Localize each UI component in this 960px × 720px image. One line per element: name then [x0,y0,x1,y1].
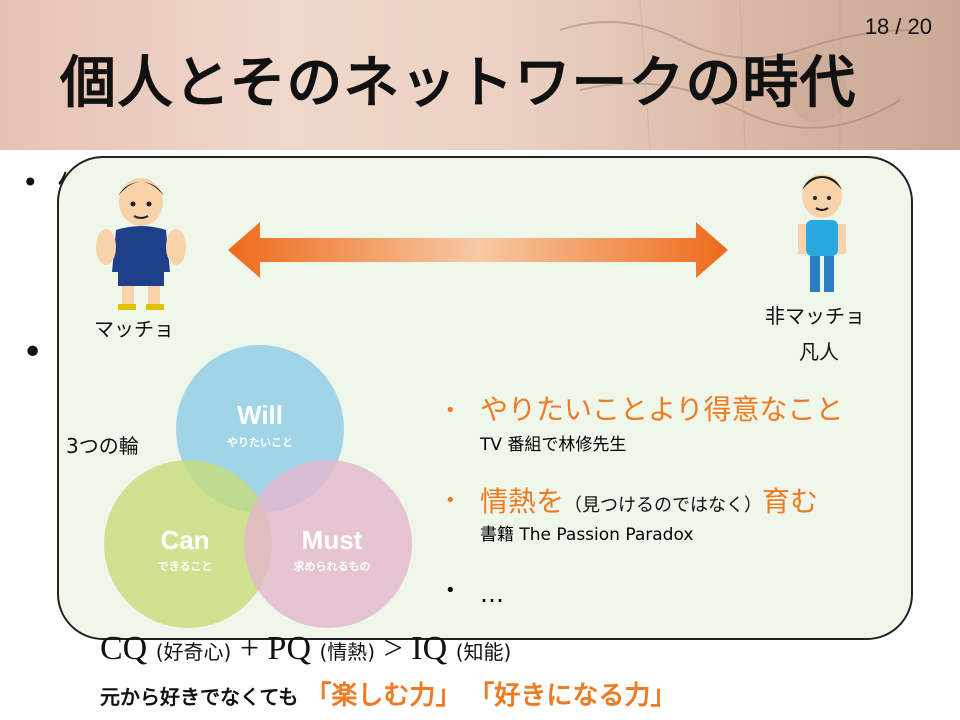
list-item-2-main-b: 育む [762,485,819,518]
formula-pq-note: (情熱) [319,640,376,664]
list-bullet-2: • [445,490,456,511]
list-item-3: … [480,580,504,608]
bottom-prefix: 元から好きでなくても [100,685,299,709]
bottom-quote-2: 「好きになる力」 [468,681,677,711]
bottom-statement: 元から好きでなくても 「楽しむ力」 「好きになる力」 [100,675,676,712]
must-circle [244,460,412,628]
venn-caption: 3つの輪 [66,434,139,458]
list-item-2-paren: （見つけるのではなく） [564,495,763,516]
formula-cq-note: (好奇心) [155,640,232,664]
formula-plus: + [239,630,260,667]
list-item-2-sub: 書籍 The Passion Paradox [480,525,694,545]
can-circle [104,460,272,628]
will-sub: やりたいこと [227,436,293,449]
formula-gt: > [383,630,403,667]
venn-diagram: Will やりたいこと Can できること Must 求められるもの [104,345,412,628]
ordinary-label: 凡人 [799,340,839,364]
list-item-2-main-a: 情熱を [480,485,565,518]
macho-figure-icon [96,178,186,310]
world-map-background [559,0,911,150]
can-sub: できること [158,560,213,573]
list-bullet-3: • [445,580,456,601]
list-item-1-sub: TV 番組で林修先生 [480,435,627,455]
formula-iq-note: (知能) [455,640,512,664]
formula-cq: CQ [100,630,148,667]
page-number: 18 / 20 [864,14,932,39]
must-sub: 求められるもの [294,559,371,573]
list-item-2-main: 情熱を（見つけるのではなく）育む [480,480,818,520]
page-title: 個人とそのネットワークの時代 [60,51,857,116]
will-title: Will [237,400,283,430]
ordinary-person-figure-icon [798,174,846,292]
list-bullet-1: • [445,400,456,421]
list-item-1-main: やりたいことより得意なこと [480,393,844,426]
double-arrow-icon [228,222,728,278]
bottom-quote-1: 「楽しむ力」 [305,681,462,711]
formula-line: CQ (好奇心) + PQ (情熱) > IQ (知能) [100,630,511,668]
can-title: Can [160,525,209,555]
must-title: Must [302,525,363,555]
formula-pq: PQ [267,630,311,667]
header-banner [0,0,960,150]
formula-iq: IQ [411,630,448,667]
non-macho-label: 非マッチョ [765,304,865,328]
bullet-dot-1: • [22,166,39,199]
macho-label: マッチョ [94,317,174,341]
bullet-dot-2: • [22,332,44,373]
